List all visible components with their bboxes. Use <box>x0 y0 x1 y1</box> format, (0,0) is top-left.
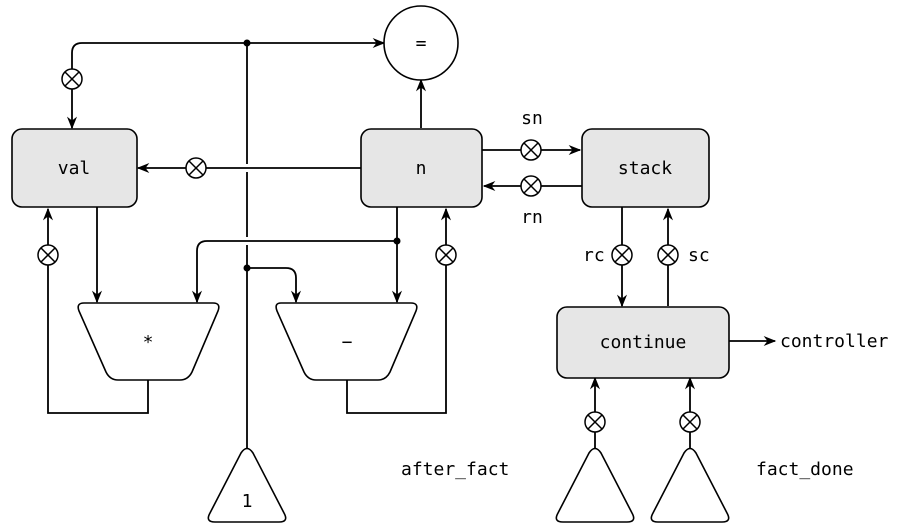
label-sn: sn <box>521 108 543 129</box>
label-rc: rc <box>583 245 605 266</box>
label-after-fact: after_fact <box>401 459 509 480</box>
constant-fact-done <box>650 447 730 523</box>
valve-fact-done[interactable] <box>679 411 701 433</box>
valve-rn[interactable] <box>520 175 542 197</box>
wire-one-to-sub <box>247 267 302 304</box>
data-paths <box>42 37 777 448</box>
label-fact-done: fact_done <box>756 459 854 480</box>
register-n-label: n <box>416 158 427 179</box>
valve-sub-to-n[interactable] <box>435 244 457 266</box>
wire-sub-to-n <box>346 207 452 414</box>
label-rn: rn <box>521 207 543 228</box>
wire-to-val <box>66 42 247 130</box>
wire-n-branch <box>191 207 398 304</box>
operation-subtract-label: − <box>342 332 353 353</box>
constant-one: 1 <box>207 447 287 523</box>
valve-rc[interactable] <box>611 244 633 266</box>
register-n: n <box>360 128 483 208</box>
register-stack: stack <box>581 128 710 208</box>
register-val: val <box>11 128 138 208</box>
valve-to-val-top[interactable] <box>61 68 83 90</box>
label-controller: controller <box>780 331 889 352</box>
test-equals: = <box>383 5 459 81</box>
register-val-label: val <box>58 158 91 179</box>
junction-one <box>243 264 251 272</box>
valve-sc[interactable] <box>657 244 679 266</box>
register-stack-label: stack <box>618 158 672 179</box>
valve-sn[interactable] <box>520 139 542 161</box>
register-continue: continue <box>556 306 730 379</box>
test-equals-label: = <box>416 33 427 54</box>
valve-after-fact[interactable] <box>584 411 606 433</box>
junction-n-branch <box>393 237 401 245</box>
wire-mult-to-val <box>42 207 149 414</box>
valve-mult-to-val[interactable] <box>37 244 59 266</box>
label-sc: sc <box>688 245 710 266</box>
operation-subtract: − <box>275 302 418 381</box>
constant-after-fact <box>555 447 635 523</box>
junction-top <box>243 39 251 47</box>
register-continue-label: continue <box>600 332 687 353</box>
constant-one-label: 1 <box>242 491 253 512</box>
operation-multiply: * <box>77 302 220 381</box>
operation-multiply-label: * <box>143 332 154 353</box>
valve-n-to-val[interactable] <box>185 157 207 179</box>
